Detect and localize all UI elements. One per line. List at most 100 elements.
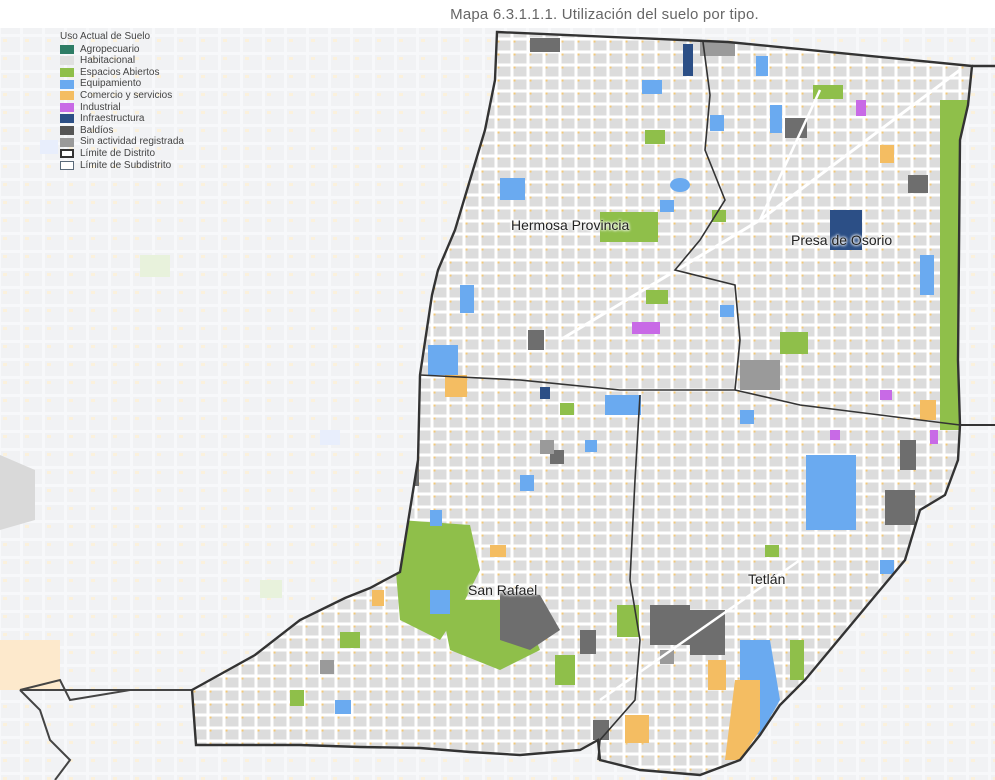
- facility: [740, 410, 754, 424]
- legend-label: Habitacional: [80, 55, 136, 67]
- legend-swatch: [60, 160, 74, 170]
- open-space: [712, 210, 726, 222]
- vacant-lot: [900, 440, 916, 470]
- label-tetlan: Tetlán: [748, 571, 786, 587]
- facility: [500, 178, 525, 200]
- open-space: [340, 632, 360, 648]
- facility: [920, 255, 934, 295]
- vacant-lot: [500, 590, 560, 650]
- no-activity: [660, 650, 674, 664]
- industrial: [930, 430, 938, 444]
- background-lot: [260, 580, 282, 598]
- legend-item: Límite de Subdistrito: [60, 160, 184, 172]
- legend-item: Habitacional: [60, 55, 184, 67]
- commerce: [920, 400, 936, 420]
- background-lot: [140, 255, 170, 277]
- vacant-lot: [885, 490, 915, 525]
- infrastructure: [830, 210, 862, 250]
- legend-item: Infraestructura: [60, 113, 184, 125]
- vacant-lot: [740, 360, 780, 390]
- legend-swatch: [60, 79, 74, 89]
- background-outer-boundary: [19, 689, 72, 780]
- commerce: [445, 375, 467, 397]
- background-lot: [320, 430, 340, 445]
- facility: [660, 200, 674, 212]
- vacant-lot: [530, 38, 560, 52]
- legend-label: Infraestructura: [80, 113, 145, 125]
- commerce: [708, 660, 726, 690]
- industrial: [880, 390, 892, 400]
- industrial: [830, 430, 840, 440]
- legend-label: Agropecuario: [80, 43, 140, 55]
- industrial: [632, 322, 660, 334]
- vacant-lot: [650, 605, 690, 645]
- open-space: [617, 605, 639, 637]
- facility: [430, 510, 442, 526]
- legend-swatch: [60, 137, 74, 147]
- legend-item: Baldíos: [60, 125, 184, 137]
- facility: [585, 440, 597, 452]
- infrastructure: [540, 387, 550, 399]
- facility: [756, 56, 768, 76]
- background-lot: [40, 140, 58, 154]
- facility: [460, 285, 474, 313]
- legend-label: Equipamiento: [80, 78, 142, 90]
- legend-swatch: [60, 149, 74, 159]
- open-space: [560, 403, 574, 415]
- open-space: [290, 690, 304, 706]
- label-hermosa-provincia: Hermosa Provincia: [511, 217, 630, 233]
- facility: [428, 345, 458, 375]
- vacant-lot: [593, 720, 609, 740]
- open-space: [790, 640, 804, 680]
- open-space: [600, 212, 658, 242]
- commerce: [880, 145, 894, 163]
- infrastructure: [683, 44, 693, 76]
- open-space: [780, 332, 808, 354]
- legend-item: Equipamiento: [60, 78, 184, 90]
- subdistrict-boundaries: [419, 41, 961, 761]
- facility: [605, 395, 641, 415]
- facility: [770, 105, 782, 133]
- avenue: [599, 558, 801, 702]
- legend-swatch: [60, 56, 74, 66]
- legend-label: Sin actividad registrada: [80, 136, 184, 148]
- vacant-lot: [528, 330, 544, 350]
- legend-item: Agropecuario: [60, 44, 184, 56]
- facility: [880, 560, 894, 574]
- open-space: [646, 290, 668, 304]
- facility: [430, 590, 450, 614]
- facility: [806, 455, 856, 530]
- facility: [710, 115, 724, 131]
- district-boundary: [190, 30, 974, 777]
- industrial: [856, 100, 866, 116]
- facility: [670, 178, 690, 192]
- legend-swatch: [60, 68, 74, 78]
- facility: [520, 475, 534, 491]
- open-space: [645, 130, 665, 144]
- facility: [642, 80, 662, 94]
- vacant-lot: [908, 175, 928, 193]
- map-title: Mapa 6.3.1.1.1. Utilización del suelo po…: [450, 6, 759, 23]
- commerce: [725, 680, 760, 760]
- legend-item: Industrial: [60, 102, 184, 114]
- label-san-rafael: San Rafael: [468, 582, 538, 598]
- legend-swatch: [60, 102, 74, 112]
- land-use-map[interactable]: [0, 28, 995, 780]
- commerce: [490, 545, 506, 557]
- no-activity: [320, 660, 334, 674]
- open-space: [555, 655, 575, 685]
- label-presa-de-osorio: Presa de Osorio: [791, 232, 893, 248]
- legend-label: Límite de Subdistrito: [80, 159, 172, 171]
- avenue: [758, 89, 822, 221]
- open-space: [813, 85, 843, 99]
- legend-label: Baldíos: [80, 124, 114, 136]
- commerce: [625, 715, 649, 743]
- legend-label: Industrial: [80, 101, 121, 113]
- background-outer-boundary: [19, 678, 192, 702]
- legend-heading: Uso Actual de Suelo: [60, 31, 151, 42]
- legend-item: Espacios Abiertos: [60, 67, 184, 79]
- legend-swatch: [60, 91, 74, 101]
- no-activity: [540, 440, 554, 454]
- legend-swatch: [60, 114, 74, 124]
